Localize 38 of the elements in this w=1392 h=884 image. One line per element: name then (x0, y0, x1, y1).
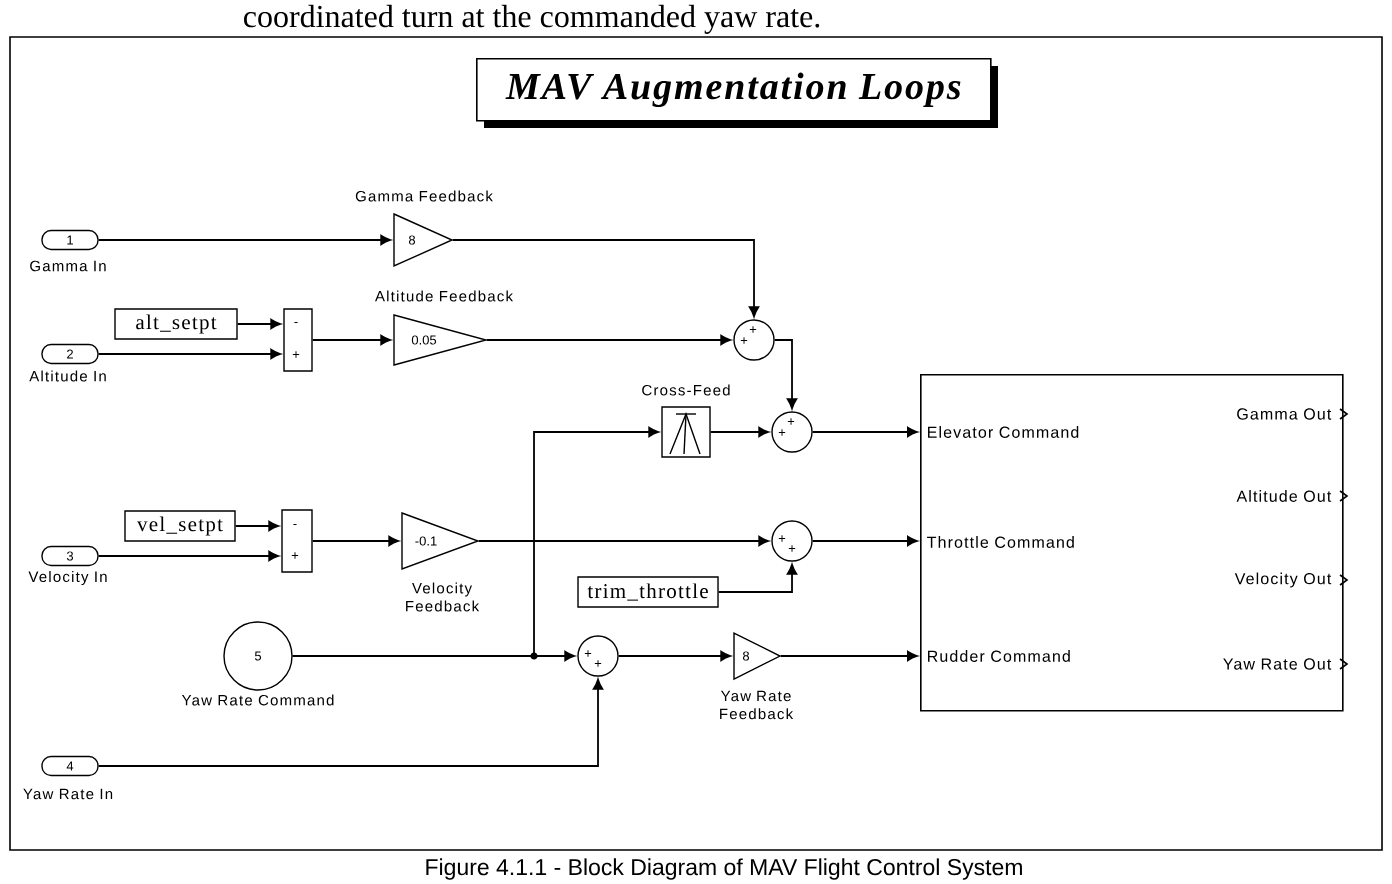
signal-arrow (97, 234, 392, 246)
signal-arrow (477, 535, 770, 547)
port-label: Gamma Out (1237, 408, 1332, 420)
port-label: Elevator Command (928, 426, 1079, 438)
sum-circle (771, 520, 813, 562)
signal-arrow (811, 535, 918, 547)
constant-box: trim_throttle (577, 576, 719, 608)
body-text: coordinated turn at the commanded yaw rate. (244, 4, 820, 34)
signal-arrow (97, 550, 280, 562)
port-label: Rudder Command (928, 650, 1070, 662)
sum-block (281, 509, 313, 573)
sum-circle (577, 635, 619, 677)
signal-arrow (97, 348, 282, 360)
signal-arrow (779, 650, 918, 662)
signal-arrow (97, 678, 604, 767)
signal-arrow (617, 650, 732, 662)
signal-arrow (709, 426, 770, 438)
port-label: Velocity Out (1234, 572, 1332, 588)
signal-arrow (291, 650, 576, 662)
signal-arrow (234, 520, 280, 532)
signal-arrow (485, 334, 732, 346)
constant-box: vel_setpt (124, 510, 236, 542)
signal-arrow (311, 334, 392, 346)
signal-arrow (773, 339, 798, 410)
signal-arrow (811, 426, 918, 438)
sum-block (283, 308, 313, 372)
port-label: Throttle Command (927, 536, 1074, 548)
signal-arrow (311, 535, 400, 547)
constant-box: alt_setpt (114, 308, 238, 340)
signal-arrow (236, 318, 282, 330)
figure-caption: Figure 4.1.1 - Block Diagram of MAV Flight Control System (426, 858, 1022, 880)
signal-arrow (451, 239, 760, 318)
signal-arrow (717, 563, 798, 593)
port-label: Altitude Out (1236, 490, 1332, 502)
title-box: MAV Augmentation Loops (476, 58, 998, 128)
port-label: Yaw Rate Out (1223, 658, 1332, 670)
sum-circle (771, 411, 813, 453)
sum-circle (733, 319, 775, 361)
